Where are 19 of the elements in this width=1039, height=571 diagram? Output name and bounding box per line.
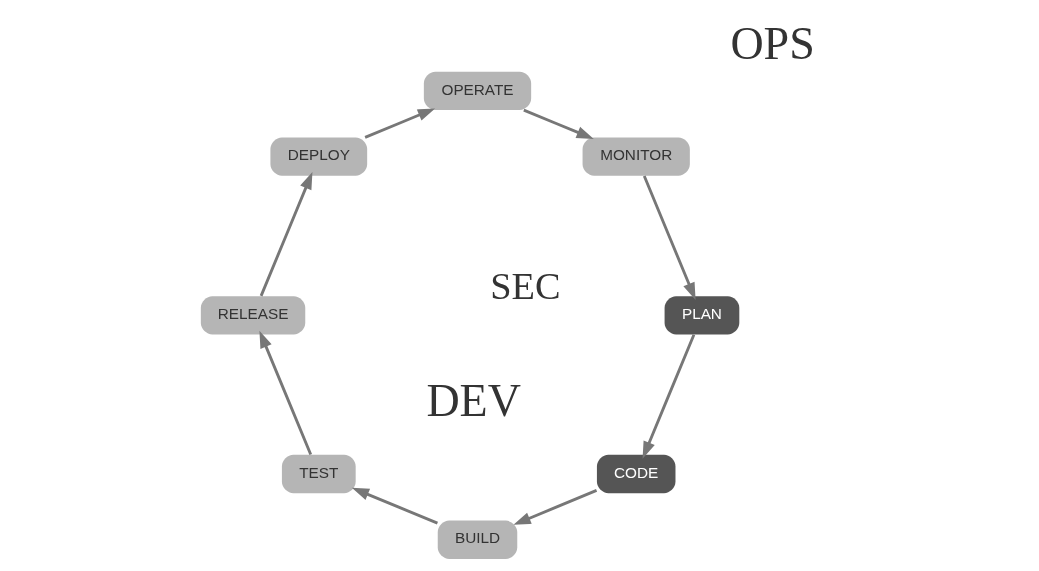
- label: DEV: [425, 374, 521, 426]
- arrow: [512, 489, 597, 525]
- node-box: DEPLOY: [269, 137, 367, 176]
- arrow: [642, 334, 695, 459]
- arrow: [642, 175, 696, 300]
- arrow: [364, 108, 435, 139]
- node-box: MONITOR: [582, 137, 690, 176]
- label: OPS: [729, 18, 815, 70]
- arrow: [258, 330, 312, 456]
- node-box: TEST: [281, 454, 356, 494]
- label: SEC: [489, 265, 561, 308]
- node-box: PLAN: [664, 296, 739, 335]
- node-box: CODE: [596, 454, 675, 494]
- node-box: OPERATE: [423, 71, 531, 110]
- arrow: [522, 108, 594, 140]
- arrow: [351, 487, 438, 525]
- arrow: [259, 171, 312, 297]
- node-box: RELEASE: [200, 296, 305, 335]
- node-box: BUILD: [437, 520, 517, 559]
